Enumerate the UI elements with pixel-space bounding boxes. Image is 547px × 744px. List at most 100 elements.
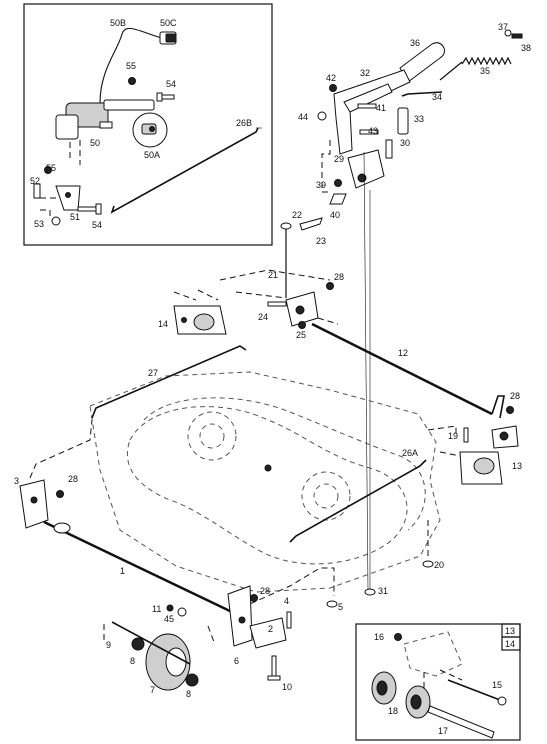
nut-28-left (56, 490, 64, 498)
inset-badge-13: 13 (505, 626, 515, 636)
label-12: 12 (398, 348, 408, 358)
label-37: 37 (498, 22, 508, 32)
label-29: 29 (334, 154, 344, 164)
label-50b: 50B (110, 18, 126, 28)
label-28-center: 28 (334, 272, 344, 282)
label-19: 19 (448, 431, 458, 441)
label-36: 36 (410, 38, 420, 48)
label-7: 7 (150, 685, 155, 695)
clip-40 (329, 193, 347, 205)
label-3: 3 (14, 476, 19, 486)
bolt-24 (267, 301, 287, 307)
nut-25 (298, 321, 306, 329)
nut-44 (317, 111, 327, 121)
bracket-6 (227, 585, 253, 647)
clip-23 (299, 217, 323, 231)
handle-grip-36 (399, 42, 445, 83)
washer-20 (422, 560, 434, 568)
nut-28-right (506, 406, 514, 414)
washer-5 (326, 600, 338, 608)
label-55-upper: 55 (126, 61, 136, 71)
detail-50a (132, 112, 168, 148)
spring-35 (439, 56, 512, 81)
bracket-51 (55, 185, 81, 211)
label-52: 52 (30, 176, 40, 186)
label-11: 11 (152, 604, 161, 614)
label-1: 1 (120, 566, 125, 576)
label-54-lower: 54 (92, 220, 102, 230)
actuator-motor (55, 99, 155, 140)
label-51: 51 (70, 212, 80, 222)
label-42: 42 (326, 73, 336, 83)
rod-26b (110, 127, 259, 214)
rod-34 (401, 91, 443, 97)
label-18: 18 (388, 706, 398, 716)
label-26a: 26A (402, 448, 418, 458)
hanger-bracket-13 (459, 451, 503, 485)
roller-inset-frame (355, 623, 521, 741)
label-21: 21 (268, 270, 278, 280)
roller-shaft-17 (427, 705, 495, 739)
washer-45 (177, 607, 187, 617)
nut-28-center (326, 282, 334, 290)
label-8-right: 8 (186, 689, 191, 699)
bolt-30 (385, 139, 393, 159)
lift-lever-assembly: 37 38 36 32 35 42 34 41 44 33 43 30 29 3… (298, 22, 531, 591)
label-13: 13 (512, 461, 522, 471)
plate-33 (397, 107, 409, 135)
bolt-4 (286, 611, 292, 629)
bolt-43 (359, 129, 379, 135)
connector-50c (159, 31, 177, 45)
front-axle-assembly: 3 28 1 28 4 11 45 5 31 20 2 6 9 8 8 7 10 (14, 419, 444, 699)
bolt-10 (267, 655, 281, 681)
bolt-15 (447, 679, 507, 706)
label-6: 6 (234, 656, 239, 666)
pivot-bracket (285, 291, 319, 327)
nut-53 (51, 216, 61, 226)
gauge-wheel-7 (131, 633, 199, 691)
label-32: 32 (360, 68, 370, 78)
label-44: 44 (298, 112, 308, 122)
label-50a: 50A (144, 150, 160, 160)
nut-39 (334, 179, 342, 187)
label-39: 39 (316, 180, 326, 190)
label-2: 2 (268, 624, 273, 634)
shaft-12 (311, 322, 493, 416)
lift-shaft-assembly: 22 23 21 28 24 25 14 12 28 19 13 (158, 210, 522, 485)
roller-18 (371, 671, 431, 719)
nut-42 (329, 84, 337, 92)
label-28-left: 28 (68, 474, 78, 484)
washer-22 (280, 222, 292, 230)
label-50: 50 (90, 138, 100, 148)
pivot-right (491, 425, 519, 449)
rod-27 (91, 345, 247, 419)
hanger-bracket-14 (173, 305, 227, 335)
label-33: 33 (414, 114, 424, 124)
nut-11 (166, 604, 174, 612)
label-22: 22 (292, 210, 302, 220)
nut-28-lower (250, 594, 258, 602)
label-8-left: 8 (130, 656, 135, 666)
label-14: 14 (158, 319, 168, 329)
label-26b: 26B (236, 118, 252, 128)
nut-55-lower (44, 166, 52, 174)
nut-16 (394, 633, 402, 641)
label-34: 34 (432, 92, 442, 102)
label-43: 43 (368, 126, 378, 136)
label-30: 30 (400, 138, 410, 148)
label-5: 5 (338, 602, 343, 612)
label-54-upper: 54 (166, 79, 176, 89)
harness-cable (99, 27, 163, 104)
label-9: 9 (106, 640, 111, 650)
bolt-52 (33, 183, 41, 199)
label-55-lower: 55 (46, 163, 56, 173)
washer-31 (364, 588, 376, 596)
clip-37 (504, 29, 512, 37)
label-35: 35 (480, 66, 490, 76)
label-25: 25 (296, 330, 306, 340)
bolt-19 (463, 427, 469, 443)
label-41: 41 (376, 103, 386, 113)
label-10: 10 (282, 682, 292, 692)
label-31: 31 (378, 586, 388, 596)
